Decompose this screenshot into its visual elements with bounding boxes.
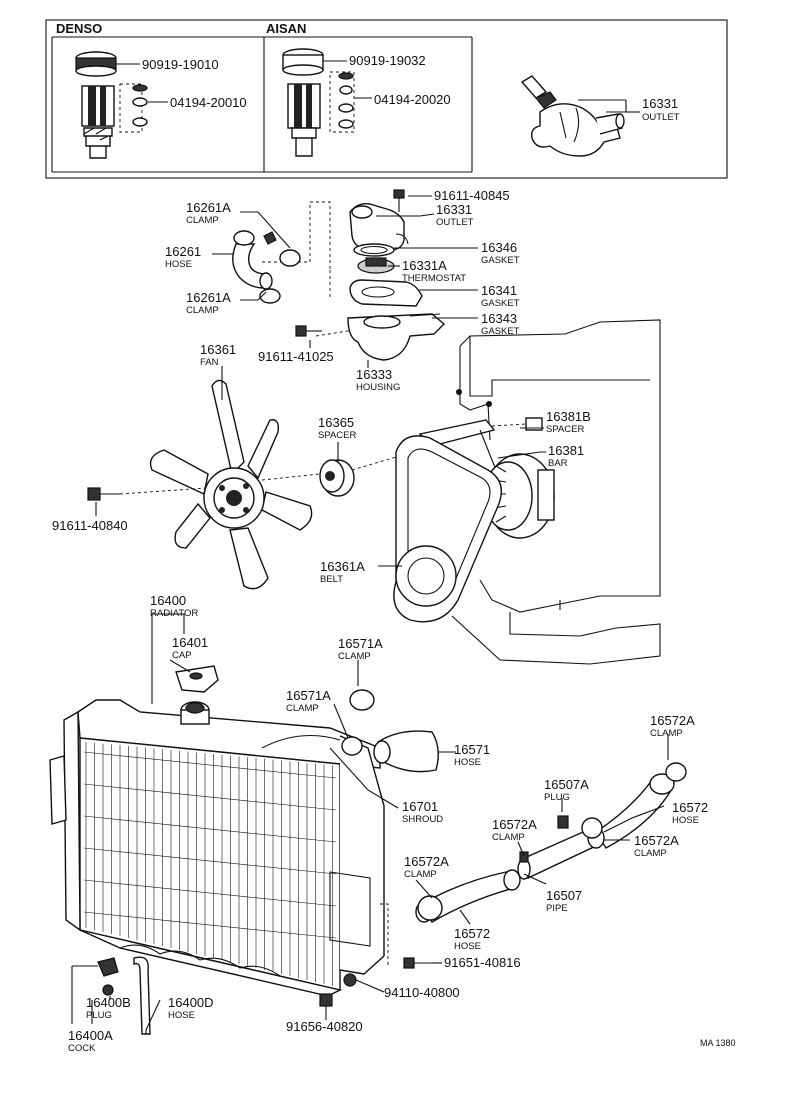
part-number-cap: 16401 <box>172 635 208 650</box>
part-number-clamp_a_bot: 16261A <box>186 290 231 305</box>
radiator <box>49 699 381 997</box>
aisan-valve-part-number: 04194-20020 <box>374 92 451 107</box>
part-name-clamp_16572a_mid: CLAMP <box>492 832 525 843</box>
part-number-outlet: 16331 <box>436 202 472 217</box>
aisan-heading: AISAN <box>266 21 306 36</box>
drain-parts <box>97 956 151 1035</box>
part-number-housing: 16333 <box>356 367 392 382</box>
denso-cap-part-number: 90919-19010 <box>142 57 219 72</box>
part-name-clamp_16571a: CLAMP <box>286 703 319 714</box>
outlet-alternative <box>520 75 625 157</box>
part-number-clamp_16571a_top: 16571A <box>338 636 383 651</box>
denso-valve-part-number: 04194-20010 <box>170 95 247 110</box>
aisan-radiator-cap <box>282 48 372 157</box>
part-number-bolt_40840: 91611-40840 <box>52 518 128 533</box>
denso-heading: DENSO <box>56 21 102 36</box>
part-name-hose_16572_right: HOSE <box>672 815 699 826</box>
part-number-bolt_41025: 91611-41025 <box>258 349 334 364</box>
part-number-belt: 16361A <box>320 559 365 574</box>
part-name-hose_16572_bottom: HOSE <box>454 941 481 952</box>
callout-labels: 16261ACLAMP16261HOSE16261ACLAMP91611-408… <box>52 188 708 1054</box>
part-number-hose_16572_right: 16572 <box>672 800 708 815</box>
part-name-shroud: SHROUD <box>402 814 443 825</box>
part-name-clamp_16572a_right: CLAMP <box>634 848 667 859</box>
part-name-plug_16400b: PLUG <box>86 1010 112 1021</box>
part-name-clamp_a_bot: CLAMP <box>186 305 219 316</box>
part-number-clamp_16571a: 16571A <box>286 688 331 703</box>
part-name-hose_16400d: HOSE <box>168 1010 195 1021</box>
part-number-hose_16571: 16571 <box>454 742 490 757</box>
part-number-gasket_16346: 16346 <box>481 240 517 255</box>
part-number-bolt_40816: 91651-40816 <box>444 955 521 970</box>
radiator-cap <box>175 665 219 693</box>
part-name-fan: FAN <box>200 357 219 368</box>
alternator-and-belt <box>393 417 555 623</box>
part-number-cock: 16400A <box>68 1028 113 1043</box>
thermostat-group <box>232 189 446 361</box>
part-number-hose_16261: 16261 <box>165 244 201 259</box>
part-number-gasket_16343: 16343 <box>481 311 517 326</box>
part-name-cap: CAP <box>172 650 192 661</box>
part-name-thermostat: THERMOSTAT <box>402 273 466 284</box>
part-name-belt: BELT <box>320 574 343 585</box>
part-name-hose_16261: HOSE <box>165 259 192 270</box>
part-name-gasket_16341: GASKET <box>481 298 520 309</box>
part-name-cock: COCK <box>68 1043 96 1054</box>
part-number-nut_40800: 94110-40800 <box>384 985 460 1000</box>
part-name-clamp_16572a_left: CLAMP <box>404 869 437 880</box>
fan-spacer <box>319 459 355 497</box>
part-name-pipe: PIPE <box>546 903 568 914</box>
part-number-bolt_40845: 91611-40845 <box>434 188 510 203</box>
engine-block <box>451 319 661 665</box>
part-number-clamp_a_top: 16261A <box>186 200 231 215</box>
part-name-outlet: OUTLET <box>436 217 474 228</box>
part-number-clamp_16572a_left: 16572A <box>404 854 449 869</box>
fan-shroud <box>261 734 385 975</box>
part-name-housing: HOUSING <box>356 382 400 393</box>
part-name-clamp_16572a_top: CLAMP <box>650 728 683 739</box>
aisan-cap-part-number: 90919-19032 <box>349 53 426 68</box>
part-name-spacer_16381b: SPACER <box>546 424 585 435</box>
part-name-bar: BAR <box>548 458 568 469</box>
part-number-thermostat: 16331A <box>402 258 447 273</box>
part-name-clamp_a_top: CLAMP <box>186 215 219 226</box>
header-outlet-part-number: 16331 <box>642 96 678 111</box>
cooling-fan <box>149 379 313 590</box>
part-number-shroud: 16701 <box>402 799 438 814</box>
alternatives-box: DENSO AISAN <box>45 19 728 179</box>
part-number-pipe: 16507 <box>546 888 582 903</box>
part-number-plug_16400b: 16400B <box>86 995 131 1010</box>
upper-hose <box>341 689 439 773</box>
drawing-code: MA 1380 <box>700 1038 736 1048</box>
mounting-hardware <box>319 903 432 1018</box>
part-number-fan: 16361 <box>200 342 236 357</box>
part-number-clamp_16572a_top: 16572A <box>650 713 695 728</box>
part-number-bolt_40820: 91656-40820 <box>286 1019 363 1034</box>
part-number-spacer_16365: 16365 <box>318 415 354 430</box>
part-name-spacer_16365: SPACER <box>318 430 357 441</box>
fan-bolt <box>87 487 120 501</box>
part-number-hose_16572_bottom: 16572 <box>454 926 490 941</box>
part-number-clamp_16572a_right: 16572A <box>634 833 679 848</box>
part-number-hose_16400d: 16400D <box>168 995 214 1010</box>
part-number-bar: 16381 <box>548 443 584 458</box>
part-name-gasket_16346: GASKET <box>481 255 520 266</box>
part-number-clamp_16572a_mid: 16572A <box>492 817 537 832</box>
lower-hose-assembly <box>415 762 687 923</box>
part-name-gasket_16343: GASKET <box>481 326 520 337</box>
part-name-clamp_16571a_top: CLAMP <box>338 651 371 662</box>
part-number-plug_16507a: 16507A <box>544 777 589 792</box>
part-number-spacer_16381b: 16381B <box>546 409 591 424</box>
denso-radiator-cap <box>75 51 168 159</box>
part-name-hose_16571: HOSE <box>454 757 481 768</box>
part-name-radiator: RADIATOR <box>150 608 198 619</box>
part-number-radiator: 16400 <box>150 593 186 608</box>
part-number-gasket_16341: 16341 <box>481 283 517 298</box>
part-name-plug_16507a: PLUG <box>544 792 570 803</box>
header-outlet-name: OUTLET <box>642 112 680 123</box>
